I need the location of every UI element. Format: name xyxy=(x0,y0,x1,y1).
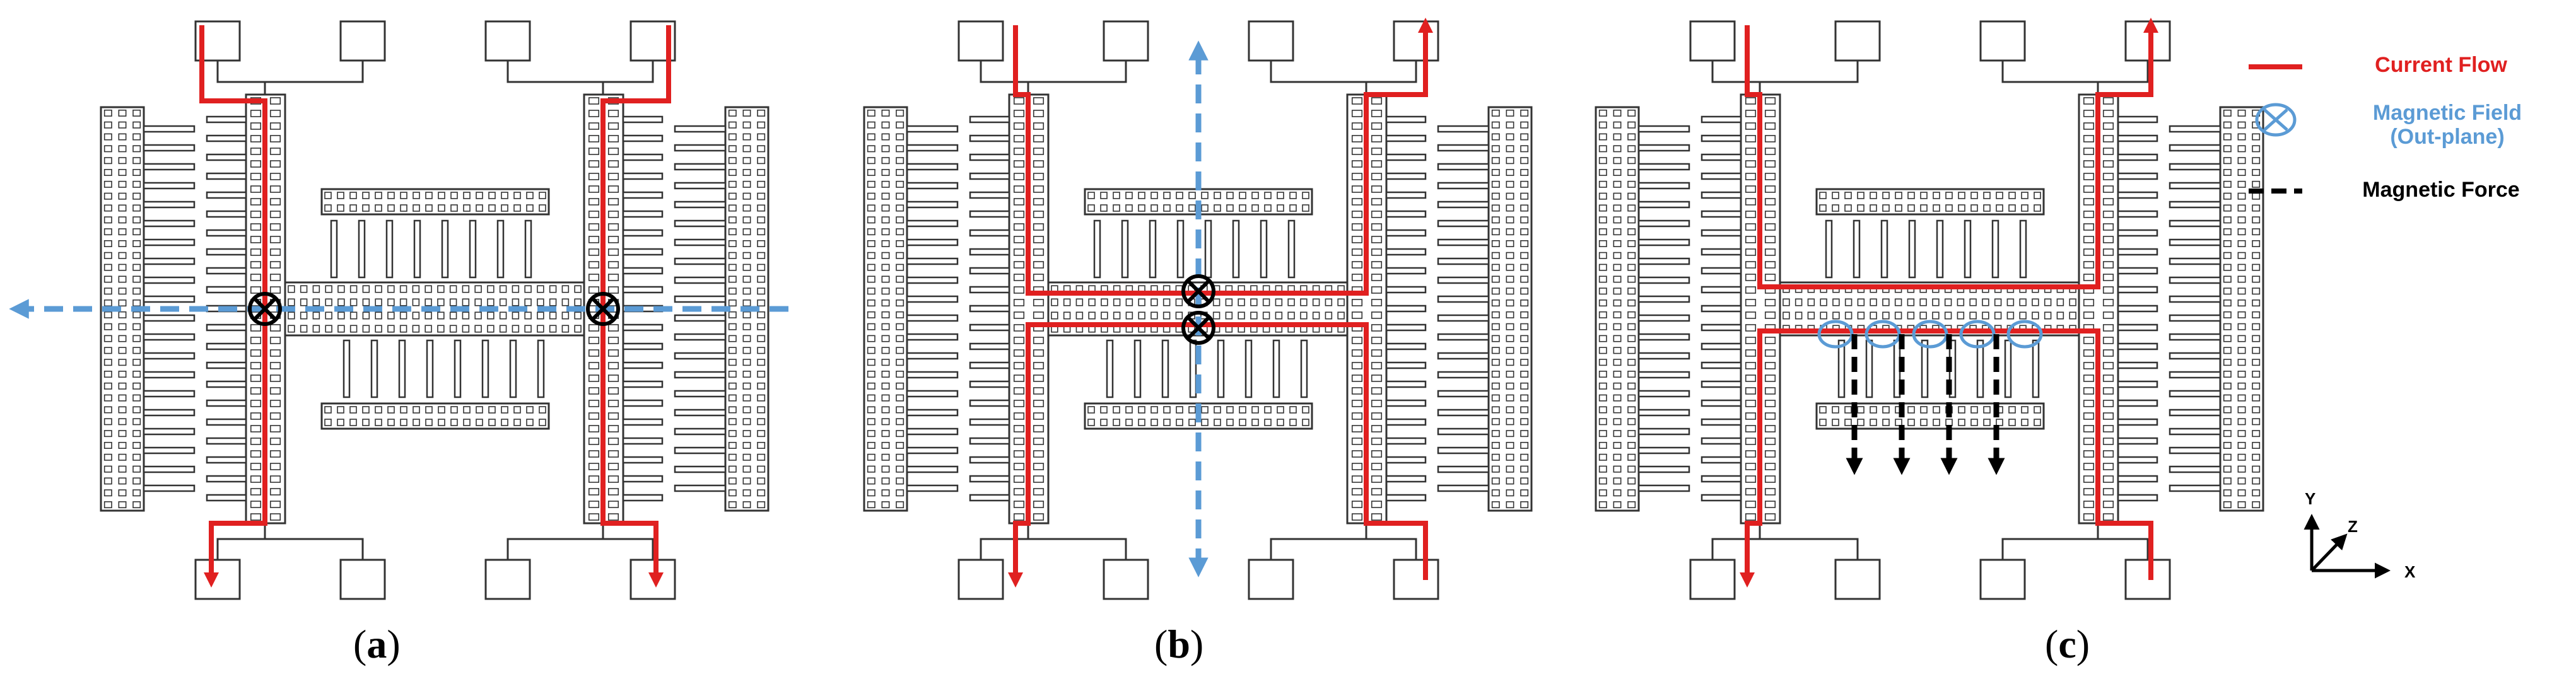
contact-pad xyxy=(1834,559,1881,600)
axis-triad xyxy=(2304,514,2391,579)
left-anchor-bar xyxy=(863,106,908,512)
contact-pad xyxy=(484,20,531,62)
field-marker-small xyxy=(2006,320,2043,349)
panel-label-c: (c) xyxy=(2045,622,2090,666)
current-path-left xyxy=(199,25,267,588)
left-anchor-bar xyxy=(1595,106,1640,512)
field-marker-bottom xyxy=(1181,311,1215,345)
bottom-inner-bar xyxy=(320,402,550,430)
contact-pad xyxy=(1979,559,2026,600)
contact-pad xyxy=(1393,20,1439,62)
legend xyxy=(2249,64,2302,194)
legend-field-label: Magnetic Field (Out-plane) xyxy=(2372,101,2522,149)
contact-pad xyxy=(1248,20,1294,62)
contact-pad xyxy=(629,559,676,600)
contact-pad xyxy=(1689,559,1736,600)
contact-pad xyxy=(957,20,1004,62)
contact-pad xyxy=(1979,20,2026,62)
panel-b-diagram xyxy=(863,18,1533,600)
contact-pad xyxy=(1689,20,1736,62)
field-marker-top xyxy=(1181,274,1215,308)
legend-force-label: Magnetic Force xyxy=(2362,178,2520,202)
panel-a-diagram xyxy=(9,20,788,600)
axis-label-z: Z xyxy=(2348,517,2358,536)
right-anchor-bar xyxy=(2219,106,2264,512)
axis-label-y: Y xyxy=(2305,489,2316,508)
contact-pad xyxy=(1393,559,1439,600)
contact-pad xyxy=(194,559,241,600)
contact-pad xyxy=(339,20,386,62)
contact-pad xyxy=(2124,559,2171,600)
top-inner-bar xyxy=(320,188,550,216)
contact-pad xyxy=(484,559,531,600)
field-marker-right xyxy=(586,292,620,326)
current-path-bottom xyxy=(1740,328,2153,588)
contact-pad xyxy=(1103,20,1149,62)
panel-c-diagram xyxy=(1595,18,2264,600)
right-anchor-bar xyxy=(1487,106,1533,512)
panel-label-a: (a) xyxy=(353,622,401,666)
contact-pad xyxy=(339,559,386,600)
axis-label-x: X xyxy=(2404,562,2416,581)
panel-label-b: (b) xyxy=(1154,622,1204,666)
legend-field-icon xyxy=(2255,103,2297,137)
contact-pad xyxy=(1103,559,1149,600)
contact-pad xyxy=(1248,559,1294,600)
current-path-right xyxy=(600,25,671,588)
current-path-top xyxy=(1745,18,2158,289)
bottom-inner-bar xyxy=(1815,402,2045,430)
top-inner-bar xyxy=(1815,188,2045,216)
contact-pad xyxy=(1834,20,1881,62)
current-path-top xyxy=(1013,18,1433,296)
central-beam xyxy=(1779,281,2080,337)
field-marker-left xyxy=(248,292,282,326)
legend-current-label: Current Flow xyxy=(2375,53,2507,77)
contact-pad xyxy=(957,559,1004,600)
contact-pad xyxy=(2124,20,2171,62)
